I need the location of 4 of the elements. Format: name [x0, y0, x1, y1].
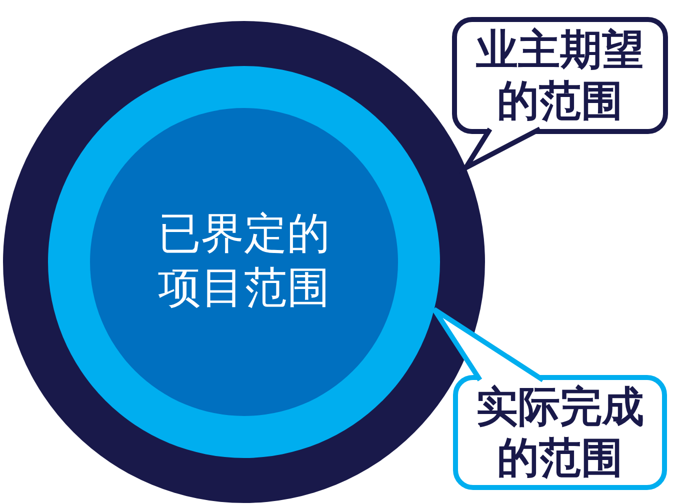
scope-label: 已界定的项目范围: [156, 208, 331, 315]
callout-text: 实际完成的范围: [475, 382, 645, 483]
callout-text: 业主期望的范围: [475, 25, 645, 126]
callout-pointer: [432, 306, 546, 382]
